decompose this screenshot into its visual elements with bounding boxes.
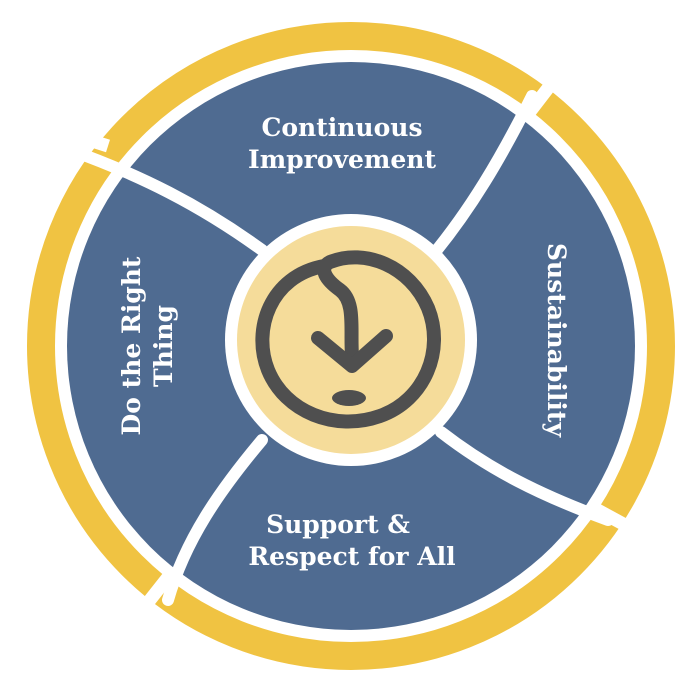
segment-separators [64,90,614,606]
label-left-line2: Thing [149,305,178,387]
center-icon-dot [332,390,366,406]
label-bottom-line1: Support & [266,510,410,539]
label-top-line1: Continuous [261,113,422,142]
label-right: Sustainability [542,243,571,438]
label-left-group: Do the Right Thing [117,256,178,435]
label-top-line2: Improvement [248,145,436,174]
circular-arrow-down-icon [255,250,441,429]
outer-ring [27,22,675,670]
label-bottom-line2: Respect for All [248,542,455,571]
label-left-line1: Do the Right [117,256,146,435]
